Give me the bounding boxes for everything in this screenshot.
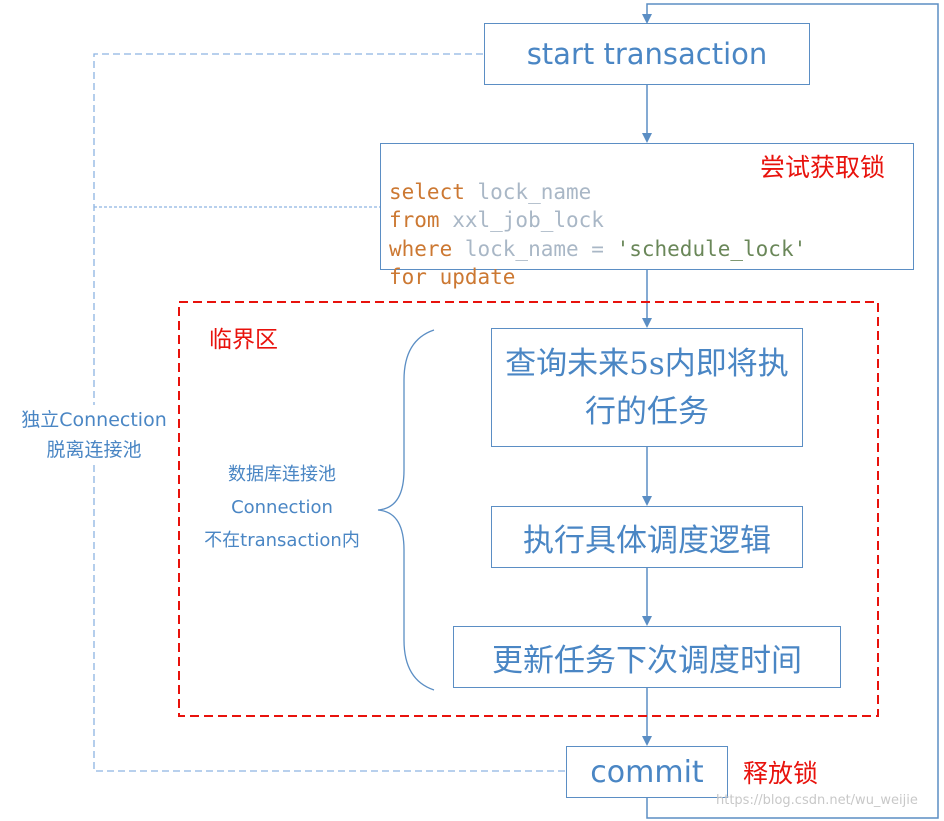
- commit-box: commit: [566, 746, 728, 798]
- commit-label: commit: [590, 754, 704, 790]
- curly-brace: [377, 329, 435, 691]
- update-next-trigger-time-box: 更新任务下次调度时间: [453, 626, 841, 688]
- independent-connection-line-2: 脱离连接池: [46, 439, 142, 461]
- pool-connection-line-1: 数据库连接池: [228, 464, 336, 485]
- query-upcoming-tasks-label: 查询未来5s内即将执行的任务: [505, 345, 789, 430]
- loop-back-line: [642, 3, 939, 819]
- pool-connection-label: 数据库连接池 Connection 不在transaction内: [186, 458, 378, 557]
- independent-connection-dashed-top: [93, 53, 483, 405]
- pool-connection-line-3: 不在transaction内: [204, 530, 360, 551]
- update-next-trigger-time-label: 更新任务下次调度时间: [492, 642, 802, 679]
- independent-connection-label: 独立Connection 脱离连接池: [10, 405, 178, 465]
- execute-schedule-logic-label: 执行具体调度逻辑: [523, 522, 771, 559]
- start-transaction-box: start transaction: [484, 23, 810, 85]
- critical-section-boundary: [178, 301, 879, 717]
- start-transaction-label: start transaction: [526, 37, 768, 71]
- release-lock-label: 释放锁: [743, 759, 819, 788]
- independent-connection-line-1: 独立Connection: [21, 409, 167, 431]
- acquire-lock-label: 尝试获取锁: [760, 153, 886, 182]
- sql-line-4: for update: [389, 265, 516, 289]
- query-upcoming-tasks-box: 查询未来5s内即将执行的任务: [491, 328, 803, 447]
- critical-section-label: 临界区: [209, 327, 278, 353]
- independent-connection-dashed-bottom: [93, 465, 565, 772]
- sql-line-3: where lock_name = 'schedule_lock': [389, 236, 807, 261]
- sql-line-2: from xxl_job_lock: [389, 208, 604, 232]
- sql-line-1: select lock_name: [389, 179, 592, 204]
- execute-schedule-logic-box: 执行具体调度逻辑: [491, 506, 803, 568]
- watermark: https://blog.csdn.net/wu_weijie: [716, 793, 918, 808]
- pool-connection-line-2: Connection: [231, 497, 333, 518]
